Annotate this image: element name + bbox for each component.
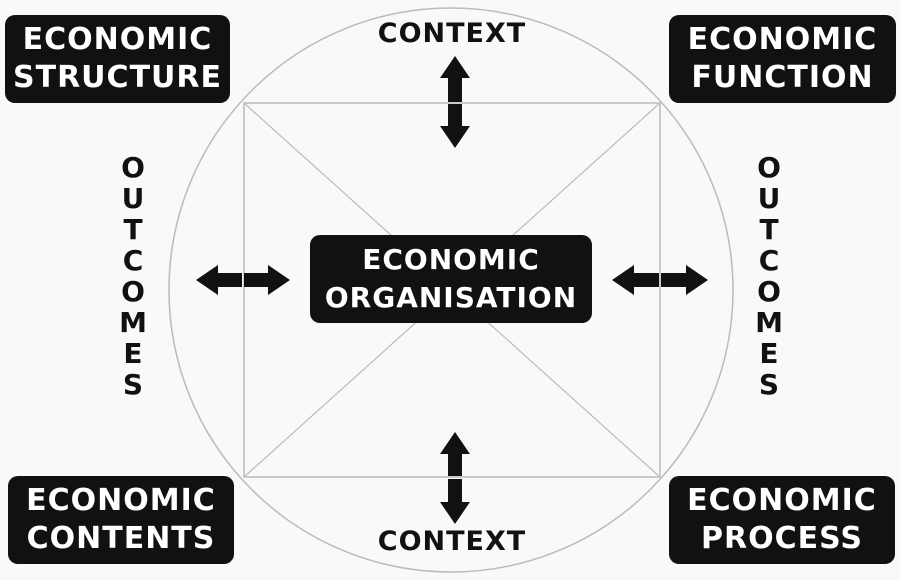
box-label-line: FUNCTION	[691, 60, 874, 95]
outcomes-letter: C	[758, 244, 780, 277]
inner-square	[243, 102, 661, 478]
economic-process-box: ECONOMIC PROCESS	[669, 476, 895, 564]
outcomes-label-left: O U T C O M E S	[113, 152, 153, 400]
economic-organisation-box: ECONOMIC ORGANISATION	[310, 235, 592, 323]
box-label-line: ORGANISATION	[324, 281, 578, 314]
outcomes-letter: M	[119, 306, 147, 339]
box-label-line: ECONOMIC	[362, 243, 540, 276]
outcomes-letter: T	[123, 213, 143, 246]
outcomes-letter: T	[759, 213, 779, 246]
box-label-line: STRUCTURE	[13, 60, 222, 95]
horizontal-double-arrow-left	[196, 265, 290, 295]
box-label-line: ECONOMIC	[687, 22, 878, 57]
economic-contents-box: ECONOMIC CONTENTS	[8, 476, 234, 564]
outcomes-letter: O	[121, 151, 145, 184]
box-label-line: CONTENTS	[26, 521, 216, 556]
outcomes-letter: M	[755, 306, 783, 339]
outcomes-letter: O	[121, 275, 145, 308]
outcomes-letter: O	[757, 151, 781, 184]
vertical-double-arrow-top	[440, 56, 470, 148]
outcomes-letter: S	[758, 368, 780, 401]
box-label-line: ECONOMIC	[26, 483, 216, 518]
outcomes-letter: C	[122, 244, 144, 277]
outcomes-letter: S	[122, 368, 144, 401]
context-circle	[168, 7, 734, 573]
context-label-bottom: CONTEXT	[377, 526, 527, 557]
outcomes-letter: O	[757, 275, 781, 308]
box-label-line: PROCESS	[701, 521, 863, 556]
economic-structure-box: ECONOMIC STRUCTURE	[5, 15, 230, 103]
context-label-top: CONTEXT	[377, 18, 527, 49]
horizontal-double-arrow-right	[612, 265, 708, 295]
economic-function-box: ECONOMIC FUNCTION	[669, 15, 896, 103]
outcomes-letter: E	[759, 337, 779, 370]
box-label-line: ECONOMIC	[22, 22, 213, 57]
outcomes-letter: U	[757, 182, 781, 215]
vertical-double-arrow-bottom	[440, 432, 470, 524]
outcomes-label-right: O U T C O M E S	[749, 152, 789, 400]
outcomes-letter: U	[121, 182, 145, 215]
outcomes-letter: E	[123, 337, 143, 370]
box-label-line: ECONOMIC	[687, 483, 877, 518]
